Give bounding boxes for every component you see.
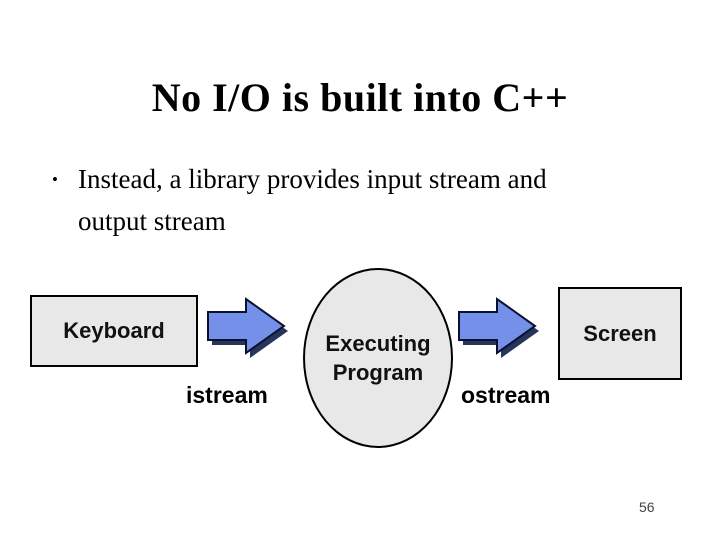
istream-label: istream <box>186 382 268 408</box>
bullet-text: Instead, a library provides input stream… <box>78 158 547 242</box>
ostream-label: ostream <box>461 382 551 408</box>
keyboard-box: Keyboard <box>30 295 198 367</box>
arrow-body <box>458 297 537 355</box>
input-right-arrow-icon <box>207 297 288 358</box>
bullet-marker: • <box>52 170 58 189</box>
screen-label: Screen <box>583 320 657 346</box>
keyboard-label: Keyboard <box>63 318 165 343</box>
output-right-arrow-icon <box>458 297 539 358</box>
executing-program-ellipse: Executing Program <box>303 268 453 448</box>
executing-program-line-1: Executing <box>325 331 431 356</box>
executing-program-line-2: Program <box>332 360 424 385</box>
screen-box: Screen <box>558 287 682 380</box>
slide-title: No I/O is built into C++ <box>151 75 569 120</box>
page-number: 56 <box>639 499 655 515</box>
arrow-body <box>207 297 286 355</box>
bullet-text-line-1: Instead, a library provides input stream… <box>78 164 547 194</box>
bullet-text-line-2: output stream <box>78 206 226 236</box>
bullet-item: • Instead, a library provides input stre… <box>52 158 612 242</box>
